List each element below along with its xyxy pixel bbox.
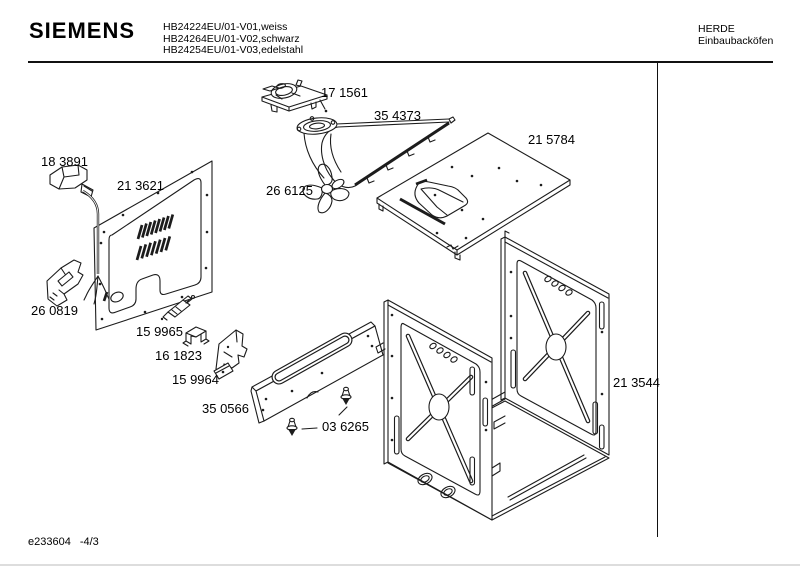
part-215784-top-panel-drawing	[376, 132, 571, 261]
cavity-right-vent-ovals	[544, 275, 573, 296]
page-bottom-edge	[0, 564, 800, 566]
part-labels: 17 1561 35 4373 21 5784 18 3891 21 3621 …	[31, 85, 660, 434]
model-variant-3: HB24254EU/01-V03,edelstahl	[163, 44, 304, 57]
part-label-215784: 21 5784	[528, 132, 575, 147]
category-line-1: HERDE	[698, 23, 735, 35]
part-label-036265: 03 6265	[322, 419, 369, 434]
document-code: e233604	[28, 536, 71, 548]
brand-logo: SIEMENS	[29, 18, 136, 43]
model-variant-1: HB24224EU/01-V01,weiss	[163, 21, 288, 33]
part-350566-support-panel-drawing	[250, 321, 386, 424]
part-label-213621: 21 3621	[117, 178, 164, 193]
part-label-171561: 17 1561	[321, 85, 368, 100]
part-label-266125: 26 6125	[266, 183, 313, 198]
sheet-number: -4/3	[79, 536, 99, 548]
cavity-left-vent-ovals	[429, 342, 458, 363]
part-label-354373: 35 4373	[374, 108, 421, 123]
part-159965-switch-drawing	[160, 294, 196, 321]
part-label-161823: 16 1823	[155, 348, 202, 363]
category-line-2: Einbaubacköfen	[698, 35, 774, 47]
part-266125-fan-blade-drawing	[302, 163, 350, 214]
part-161823-clip-drawing	[182, 326, 210, 347]
part-213544-oven-cavity-drawing	[383, 230, 610, 521]
part-036265-screws-drawing	[286, 386, 352, 436]
header-divider	[28, 61, 773, 63]
part-label-159965: 15 9965	[136, 324, 183, 339]
model-variant-2: HB24264EU/01-V02,schwarz	[163, 32, 300, 45]
part-label-159964: 15 9964	[172, 372, 219, 387]
category-block: HERDE Einbaubacköfen	[698, 23, 773, 47]
part-label-213544: 21 3544	[613, 375, 660, 390]
part-183891-power-cord-drawing	[49, 164, 110, 305]
part-159964-bracket-drawing	[213, 329, 248, 380]
part-171561-fan-motor-drawing	[261, 79, 328, 113]
vertical-divider	[657, 63, 658, 537]
part-label-260819: 26 0819	[31, 303, 78, 318]
part-260819-bracket-drawing	[46, 259, 84, 307]
footer: e233604 -4/3	[28, 536, 108, 548]
vent-slats	[135, 214, 175, 261]
part-354373-air-duct-drawing	[296, 116, 456, 190]
part-label-350566: 35 0566	[202, 401, 249, 416]
model-list: HB24224EU/01-V01,weiss HB24264EU/01-V02,…	[163, 21, 304, 57]
part-label-183891: 18 3891	[41, 154, 88, 169]
